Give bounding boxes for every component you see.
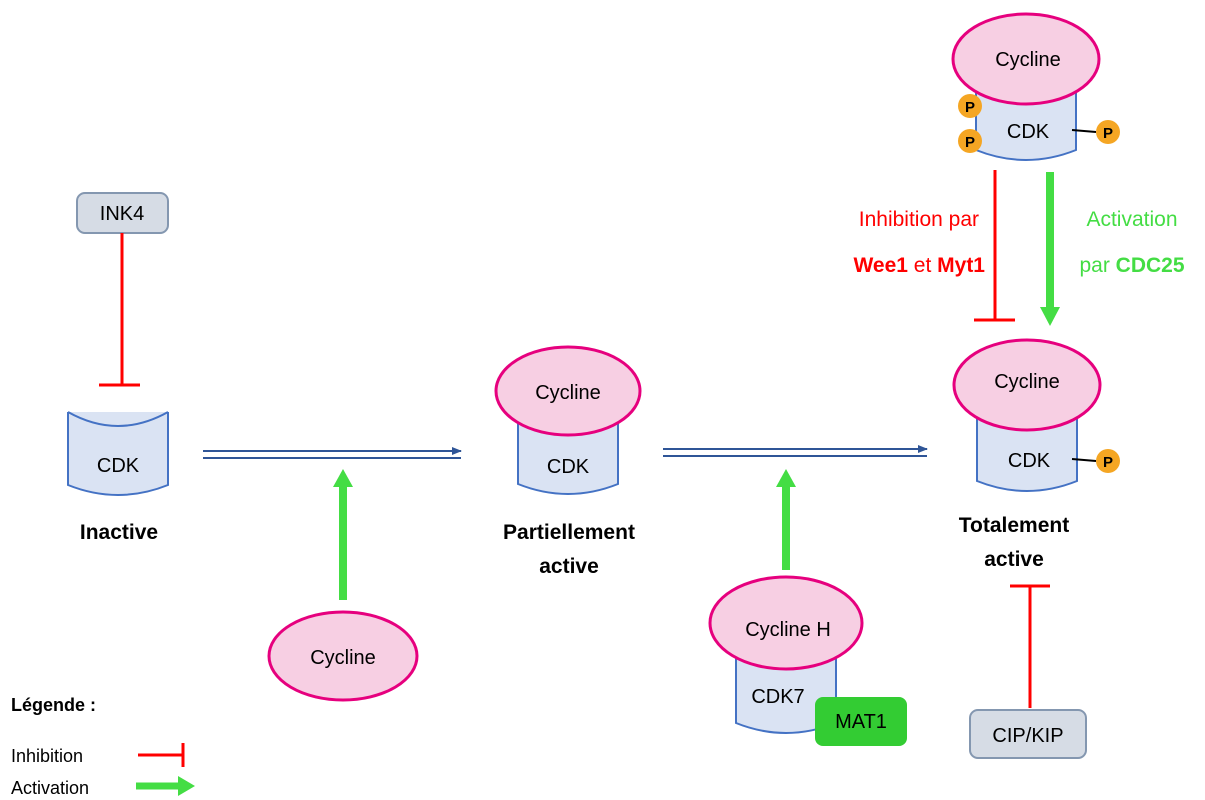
free-cycline-label: Cycline: [310, 647, 376, 669]
phospho-top-3-label: P: [1103, 125, 1113, 142]
legend-activation-symbol: [136, 776, 195, 796]
cycline-partial: Cycline: [494, 345, 642, 437]
enzyme-myt1: Myt1: [937, 254, 985, 277]
state-total-line2: active: [984, 548, 1044, 571]
ink4-label: INK4: [100, 203, 144, 225]
cdk-top-label: CDK: [1007, 121, 1050, 143]
flow-arrow-2: [663, 445, 928, 457]
wee1-myt1-inhibition-arrow: [974, 170, 1015, 322]
phospho-active-label: P: [1103, 454, 1113, 471]
cycline-top: Cycline: [951, 12, 1101, 106]
cdk-partial-label: CDK: [547, 456, 590, 478]
state-partial-line2: active: [539, 555, 599, 578]
cdk7-label: CDK7: [751, 686, 804, 708]
cycline-active: Cycline: [952, 338, 1102, 432]
inhibition-note-line1: Inhibition par: [859, 208, 979, 231]
inhibition-note-line2: Wee1 et Myt1: [853, 254, 985, 277]
phospho-top-3-bond: [1071, 129, 1097, 133]
activation-note-line2: par CDC25: [1079, 254, 1184, 277]
phospho-top-1-label: P: [965, 99, 975, 116]
enzyme-cdc25: CDC25: [1116, 254, 1185, 277]
state-inactive: Inactive: [80, 521, 158, 544]
legend-inhibition-symbol: [138, 743, 185, 767]
phospho-top-3: P: [1096, 120, 1120, 144]
cak-activation-arrow: [776, 469, 796, 570]
cdk-inactive: CDK: [67, 411, 169, 496]
enzyme-wee1: Wee1: [853, 254, 908, 277]
ink4-node: INK4: [76, 192, 169, 234]
activation-note-line1: Activation: [1086, 208, 1177, 231]
phospho-top-2: P: [958, 129, 982, 153]
cycline-active-label: Cycline: [994, 371, 1060, 393]
inhibition-note-conj: et: [908, 254, 937, 277]
legend-inhibition-label: Inhibition: [11, 746, 83, 766]
legend-activation-label: Activation: [11, 778, 89, 798]
mat1-node: MAT1: [815, 697, 907, 746]
cycline-h-label: Cycline H: [745, 619, 831, 641]
phospho-active: P: [1096, 449, 1120, 473]
cycline-top-label: Cycline: [995, 49, 1061, 71]
phospho-active-bond: [1071, 458, 1097, 462]
activation-note-prefix: par: [1079, 254, 1115, 277]
cdk-inactive-label: CDK: [97, 455, 140, 477]
mat1-label: MAT1: [835, 711, 887, 733]
phospho-top-1: P: [958, 94, 982, 118]
cdc25-activation-arrow: [1040, 172, 1060, 326]
phospho-top-2-label: P: [965, 134, 975, 151]
cipkip-inhibition-arrow: [1010, 584, 1050, 708]
flow-arrow-1: [203, 447, 462, 459]
state-partial-line1: Partiellement: [503, 521, 635, 544]
cycline-activation-arrow: [333, 469, 353, 600]
cycline-h-node: Cycline H: [708, 575, 864, 671]
cipkip-label: CIP/KIP: [992, 725, 1063, 747]
cycline-partial-label: Cycline: [535, 382, 601, 404]
free-cycline: Cycline: [267, 610, 419, 702]
cipkip-node: CIP/KIP: [969, 709, 1087, 759]
legend: Légende : Inhibition Activation: [11, 695, 195, 798]
cdk-active-label: CDK: [1008, 450, 1051, 472]
cdk-phospho-top: CDK: [975, 87, 1077, 161]
ink4-inhibition-arrow: [99, 233, 140, 387]
legend-title: Légende :: [11, 695, 96, 715]
state-total-line1: Totalement: [959, 514, 1069, 537]
